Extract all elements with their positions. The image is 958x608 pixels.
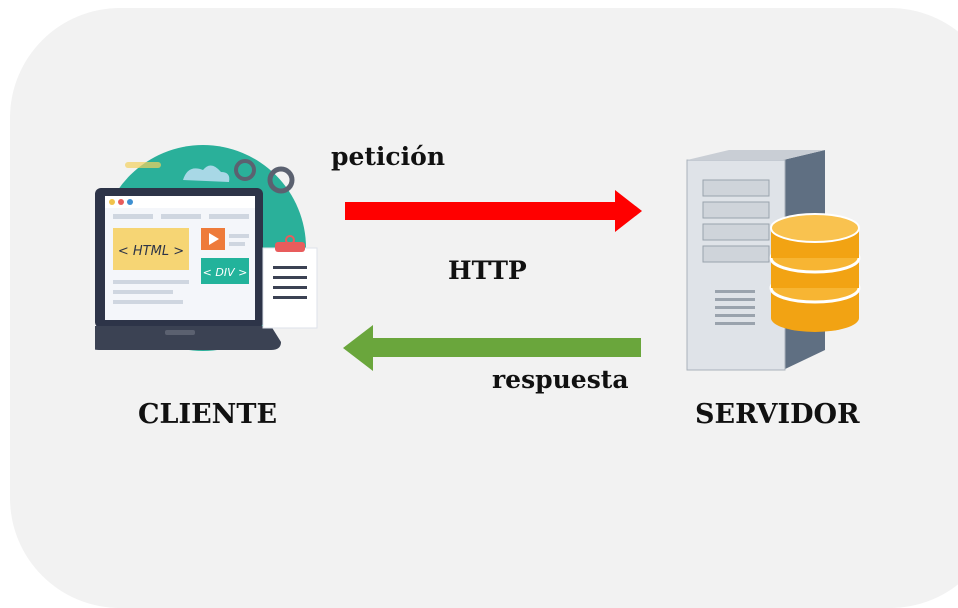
server-icon bbox=[686, 150, 861, 371]
response-arrow bbox=[343, 325, 641, 371]
request-arrow bbox=[345, 190, 642, 232]
client-computer-icon: < HTML > < DIV > bbox=[95, 145, 318, 351]
response-label: respuesta bbox=[492, 365, 629, 394]
client-label: CLIENTE bbox=[138, 399, 278, 430]
client-html-tag: < HTML > bbox=[118, 244, 184, 259]
database-icon bbox=[769, 213, 861, 332]
client-div-tag: < DIV > bbox=[203, 266, 248, 279]
server-label: SERVIDOR bbox=[695, 399, 860, 430]
protocol-label: HTTP bbox=[448, 256, 527, 285]
request-label: petición bbox=[331, 142, 446, 171]
